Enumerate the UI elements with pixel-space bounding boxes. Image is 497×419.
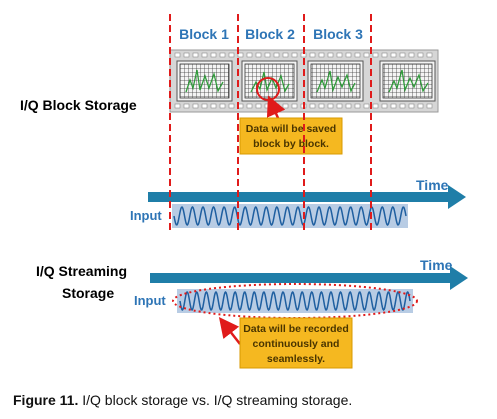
- sprocket-hole-top: [255, 52, 262, 58]
- sprocket-hole-top: [282, 52, 289, 58]
- sprocket-hole-top: [309, 52, 316, 58]
- sprocket-hole-top: [363, 52, 370, 58]
- sprocket-hole-bottom: [246, 103, 253, 109]
- sprocket-hole-top: [381, 52, 388, 58]
- sprocket-hole-bottom: [255, 103, 262, 109]
- callout-pointer-top: [266, 95, 286, 119]
- streaming-callout: Data will be recorded continuously and s…: [239, 317, 353, 369]
- sprocket-hole-top: [237, 52, 244, 58]
- block-label-2: Block 2: [245, 26, 295, 42]
- streaming-callout-line-3: seamlessly.: [267, 353, 325, 365]
- sprocket-hole-bottom: [426, 103, 433, 109]
- sprocket-hole-top: [210, 52, 217, 58]
- sprocket-hole-top: [426, 52, 433, 58]
- sprocket-hole-bottom: [219, 103, 226, 109]
- input-label-top: Input: [130, 208, 162, 223]
- input-waveform-top: [173, 205, 407, 227]
- sprocket-hole-bottom: [309, 103, 316, 109]
- sprocket-hole-top: [174, 52, 181, 58]
- sprocket-hole-top: [228, 52, 235, 58]
- film-sprockets: [174, 52, 433, 109]
- block-label-3: Block 3: [313, 26, 363, 42]
- sprocket-hole-top: [201, 52, 208, 58]
- streaming-callout-line-2: continuously and: [253, 338, 340, 350]
- time-label-top: Time: [416, 177, 449, 193]
- sprocket-hole-bottom: [399, 103, 406, 109]
- sprocket-hole-bottom: [282, 103, 289, 109]
- sprocket-hole-bottom: [363, 103, 370, 109]
- sprocket-hole-bottom: [345, 103, 352, 109]
- sprocket-hole-bottom: [381, 103, 388, 109]
- time-arrow-bottom: [150, 266, 468, 290]
- sprocket-hole-bottom: [183, 103, 190, 109]
- sprocket-hole-top: [219, 52, 226, 58]
- sprocket-hole-bottom: [291, 103, 298, 109]
- block-storage-label: I/Q Block Storage: [20, 97, 137, 113]
- sprocket-hole-top: [390, 52, 397, 58]
- sprocket-hole-top: [372, 52, 379, 58]
- sprocket-hole-bottom: [273, 103, 280, 109]
- sprocket-hole-top: [354, 52, 361, 58]
- sprocket-hole-top: [183, 52, 190, 58]
- sprocket-hole-top: [246, 52, 253, 58]
- sprocket-hole-top: [399, 52, 406, 58]
- sprocket-hole-bottom: [417, 103, 424, 109]
- sprocket-hole-bottom: [318, 103, 325, 109]
- sprocket-hole-bottom: [228, 103, 235, 109]
- sprocket-hole-top: [408, 52, 415, 58]
- sprocket-hole-bottom: [372, 103, 379, 109]
- sprocket-hole-bottom: [408, 103, 415, 109]
- spectrum-frame-2: [241, 60, 298, 102]
- caption-text: I/Q block storage vs. I/Q streaming stor…: [78, 392, 353, 408]
- sprocket-hole-top: [336, 52, 343, 58]
- block-callout-line-2: block by block.: [253, 138, 329, 150]
- block-callout-line-1: Data will be saved: [246, 123, 336, 135]
- sprocket-hole-top: [273, 52, 280, 58]
- sprocket-hole-top: [318, 52, 325, 58]
- sprocket-hole-top: [345, 52, 352, 58]
- sprocket-hole-bottom: [201, 103, 208, 109]
- sprocket-hole-bottom: [264, 103, 271, 109]
- sprocket-hole-top: [417, 52, 424, 58]
- sprocket-hole-top: [264, 52, 271, 58]
- streaming-label-line-1: I/Q Streaming: [36, 263, 127, 279]
- time-label-bottom: Time: [420, 257, 453, 273]
- input-waveform-bottom: [179, 290, 411, 312]
- sprocket-hole-top: [291, 52, 298, 58]
- block-label-1: Block 1: [179, 26, 229, 42]
- block-callout: Data will be saved block by block.: [239, 117, 343, 155]
- input-label-bottom: Input: [134, 293, 166, 308]
- sprocket-hole-top: [192, 52, 199, 58]
- figure-caption: Figure 11. I/Q block storage vs. I/Q str…: [13, 392, 493, 408]
- caption-figure-number: Figure 11.: [13, 392, 79, 408]
- block-dividers: [169, 14, 372, 232]
- callout-pointer-bottom: [218, 317, 241, 345]
- sprocket-hole-bottom: [174, 103, 181, 109]
- sprocket-hole-bottom: [354, 103, 361, 109]
- time-arrow-top: [148, 185, 466, 209]
- spectrum-frame-3: [307, 60, 364, 102]
- streaming-callout-line-1: Data will be recorded: [243, 323, 349, 335]
- sprocket-hole-top: [327, 52, 334, 58]
- sprocket-hole-bottom: [327, 103, 334, 109]
- sprocket-hole-bottom: [192, 103, 199, 109]
- sprocket-hole-bottom: [336, 103, 343, 109]
- sprocket-hole-bottom: [210, 103, 217, 109]
- spectrum-frame-1: [176, 60, 233, 102]
- streaming-label-line-2: Storage: [62, 285, 114, 301]
- spectrum-frame-4: [379, 60, 436, 102]
- sprocket-hole-bottom: [390, 103, 397, 109]
